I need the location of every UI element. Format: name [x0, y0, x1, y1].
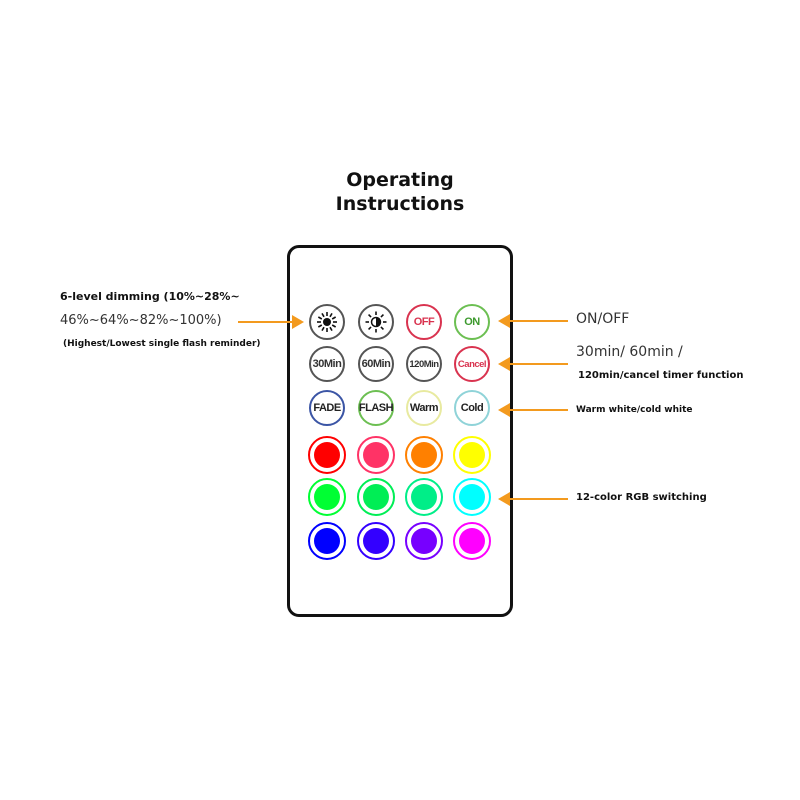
color-swatch [459, 528, 485, 554]
button-label: FLASH [358, 402, 394, 414]
warm-cold-label: Warm white/cold white [576, 405, 693, 415]
60min-button[interactable]: 60Min [358, 346, 394, 382]
color-swatch [459, 442, 485, 468]
color-button-1[interactable] [308, 436, 346, 474]
rgb-label: 12-color RGB switching [576, 492, 707, 503]
dimming-label-3: (Highest/Lowest single flash reminder) [63, 339, 261, 349]
page-title: Operating Instructions [300, 168, 500, 216]
120min-button[interactable]: 120Min [406, 346, 442, 382]
onoff-label: ON/OFF [576, 311, 630, 327]
brightness-down-icon [364, 310, 388, 334]
color-swatch [363, 528, 389, 554]
color-button-12[interactable] [453, 522, 491, 560]
button-label: Warm [409, 402, 439, 414]
color-swatch [363, 484, 389, 510]
color-button-4[interactable] [453, 436, 491, 474]
color-swatch [314, 442, 340, 468]
color-button-9[interactable] [308, 522, 346, 560]
brightness-up-icon [315, 310, 339, 334]
flash-button[interactable]: FLASH [358, 390, 394, 426]
arrow-warm-cold [508, 409, 568, 411]
off-button[interactable]: OFF [406, 304, 442, 340]
arrow-head-rgb [498, 492, 510, 506]
button-label: OFF [413, 316, 435, 328]
color-swatch [314, 528, 340, 554]
color-button-2[interactable] [357, 436, 395, 474]
color-button-3[interactable] [405, 436, 443, 474]
color-swatch [411, 528, 437, 554]
arrow-head-onoff [498, 314, 510, 328]
arrow-rgb [508, 498, 568, 500]
fade-button[interactable]: FADE [309, 390, 345, 426]
30min-button[interactable]: 30Min [309, 346, 345, 382]
button-label: Cancel [457, 358, 487, 370]
cold-button[interactable]: Cold [454, 390, 490, 426]
color-swatch [459, 484, 485, 510]
color-button-7[interactable] [405, 478, 443, 516]
arrow-dimming [238, 321, 294, 323]
arrow-head-timer [498, 357, 510, 371]
color-swatch [314, 484, 340, 510]
button-label: ON [464, 316, 480, 328]
cancel-button[interactable]: Cancel [454, 346, 490, 382]
button-label: FADE [313, 402, 341, 414]
timer-label-2: 120min/cancel timer function [578, 370, 744, 381]
arrow-head-dimming [292, 315, 304, 329]
color-button-8[interactable] [453, 478, 491, 516]
color-button-5[interactable] [308, 478, 346, 516]
color-swatch [411, 484, 437, 510]
button-label: Cold [460, 402, 484, 414]
arrow-head-warm-cold [498, 403, 510, 417]
title-line-1: Operating [346, 169, 454, 191]
brightness-down-button[interactable] [358, 304, 394, 340]
dimming-label-2: 46%~64%~82%~100%) [60, 313, 222, 328]
button-label: 30Min [312, 358, 342, 370]
brightness-up-button[interactable] [309, 304, 345, 340]
color-button-11[interactable] [405, 522, 443, 560]
on-button[interactable]: ON [454, 304, 490, 340]
dimming-label-1: 6-level dimming (10%~28%~ [60, 290, 240, 303]
color-button-6[interactable] [357, 478, 395, 516]
button-label: 120Min [409, 358, 439, 370]
arrow-onoff [508, 320, 568, 322]
timer-label-1: 30min/ 60min / [576, 344, 683, 360]
color-button-10[interactable] [357, 522, 395, 560]
button-label: 60Min [361, 358, 391, 370]
warm-button[interactable]: Warm [406, 390, 442, 426]
title-line-2: Instructions [335, 193, 465, 215]
color-swatch [411, 442, 437, 468]
color-swatch [363, 442, 389, 468]
arrow-timer [508, 363, 568, 365]
remote-control [287, 245, 513, 617]
